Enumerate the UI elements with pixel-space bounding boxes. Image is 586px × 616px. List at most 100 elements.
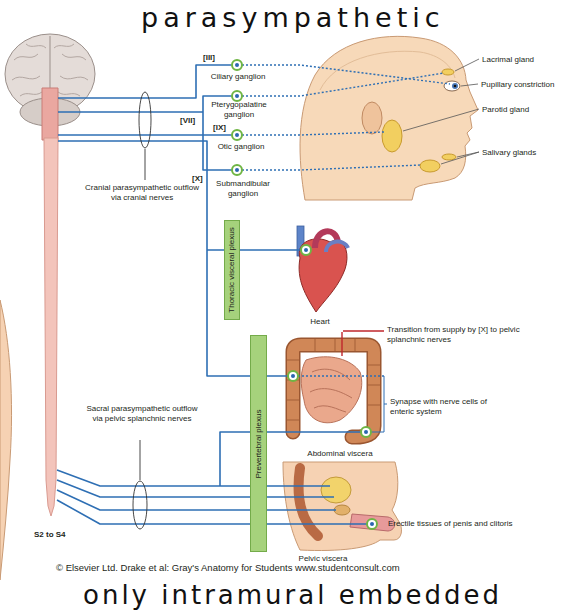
callout-number: [IX]	[213, 123, 226, 133]
pulmonary-trunk	[326, 242, 348, 252]
heart-body	[299, 239, 347, 312]
ganglion-ring	[232, 165, 242, 175]
ear	[362, 102, 382, 134]
ganglion-core	[364, 430, 368, 434]
callout-number: [VII]	[180, 116, 195, 126]
leader-line	[140, 440, 141, 480]
sublingual-gland	[442, 154, 456, 160]
ganglion-symbol	[232, 91, 242, 101]
structure-label: Salivary glands	[482, 148, 536, 158]
head-outline	[300, 36, 478, 200]
brainstem	[42, 88, 58, 140]
haustra	[287, 339, 380, 420]
leader-line	[455, 59, 479, 71]
eye	[444, 81, 460, 91]
ganglion-symbol	[288, 371, 298, 381]
organ-label: Heart	[295, 317, 345, 327]
small-intestine	[301, 357, 362, 423]
ganglion-label: Ciliary ganglion	[203, 72, 273, 82]
leader-line	[441, 152, 479, 164]
ganglion-core	[235, 94, 239, 98]
ganglion-ring	[301, 245, 311, 255]
ganglion-symbol	[232, 130, 242, 140]
structure-label: Lacrimal gland	[482, 55, 534, 65]
copyright-note: © Elsevier Ltd. Drake et al: Gray's Anat…	[56, 563, 400, 573]
glossopharyngeal-nerve	[58, 134, 232, 136]
heart	[297, 226, 348, 312]
pelvic-splanchnic-nerve	[57, 432, 361, 486]
ganglion-label: Otic ganglion	[210, 142, 272, 152]
ganglion-core	[235, 133, 239, 137]
leader-line	[403, 109, 479, 131]
skull-line	[320, 51, 455, 90]
ganglion-symbol	[232, 60, 242, 70]
postganglionic-line	[242, 73, 444, 96]
ganglion-symbol	[367, 519, 377, 529]
plexus-label: Thoracic visceral plexus	[227, 227, 237, 312]
note-label: Synapse with nerve cells of enteric syst…	[390, 397, 502, 417]
ganglion-core	[304, 248, 308, 252]
note-label: Transition from supply by [X] to pelvic …	[387, 325, 537, 345]
leader-lines	[403, 59, 479, 164]
abdominal-viscera	[287, 339, 380, 437]
ganglion-ring	[232, 91, 242, 101]
pelvic-splanchnic-nerve	[57, 480, 334, 497]
ganglion-ring	[232, 130, 242, 140]
outflow-bracket	[133, 481, 147, 529]
leader-line	[145, 149, 146, 180]
synapse-bracket	[371, 376, 387, 432]
parotid-gland	[382, 120, 402, 152]
spinal-cord	[44, 138, 58, 516]
transition-marker	[342, 331, 384, 356]
ganglion-core	[235, 168, 239, 172]
brain	[5, 34, 95, 140]
postganglionic-line	[242, 132, 384, 135]
submandibular-gland	[420, 160, 440, 172]
colon-outline	[293, 345, 374, 437]
pelvic-splanchnic-nerve	[57, 500, 367, 524]
ganglion-label: Pterygopalatine ganglion	[206, 100, 272, 120]
ganglion-ring	[361, 427, 371, 437]
plexus-band: Prevertebral plexus	[250, 335, 267, 552]
callout-number: [X]	[192, 174, 203, 184]
iris	[452, 83, 458, 89]
ganglion-core	[235, 63, 239, 67]
ganglion-label: Submandibular ganglion	[210, 179, 276, 199]
plexus-band: Thoracic visceral plexus	[224, 220, 240, 320]
synapse-line	[298, 375, 384, 376]
ganglia	[232, 60, 377, 529]
segment-label: S2 to S4	[34, 530, 66, 540]
prostate	[334, 505, 350, 515]
ganglion-symbol	[301, 245, 311, 255]
body-outline	[0, 300, 12, 580]
pelvic-splanchnic-nerve	[57, 490, 336, 510]
head	[300, 36, 478, 200]
organ-label: Abdominal viscera	[290, 449, 390, 459]
ganglion-ring	[288, 371, 298, 381]
handwritten-title: parasympathetic	[141, 0, 445, 35]
rectum	[299, 468, 318, 536]
ganglion-symbol	[361, 427, 371, 437]
note-label: Cranial parasympathetic outflow via cran…	[84, 183, 200, 203]
colon	[293, 345, 374, 437]
ganglion-core	[291, 374, 295, 378]
lacrimal-gland	[442, 69, 454, 75]
postganglionic-line	[242, 165, 421, 170]
pupil	[454, 85, 457, 88]
ganglion-core	[370, 522, 374, 526]
ganglion-ring	[232, 60, 242, 70]
bladder	[321, 477, 351, 503]
callout-number: [III]	[203, 53, 215, 63]
plexus-label: Prevertebral plexus	[254, 409, 264, 478]
outflow-bracket	[139, 92, 151, 148]
structure-label: Pupillary constriction	[481, 80, 554, 90]
postganglionic-line	[242, 65, 450, 84]
structure-label: Parotid gland	[482, 105, 529, 115]
ganglion-ring	[367, 519, 377, 529]
oculomotor-nerve	[58, 65, 232, 98]
pelvis-outline	[283, 462, 401, 551]
handwritten-note: only intramural embedded	[83, 578, 502, 612]
ganglion-symbol	[232, 165, 242, 175]
structure-label: Erectile tissues of penis and clitoris	[388, 519, 513, 529]
